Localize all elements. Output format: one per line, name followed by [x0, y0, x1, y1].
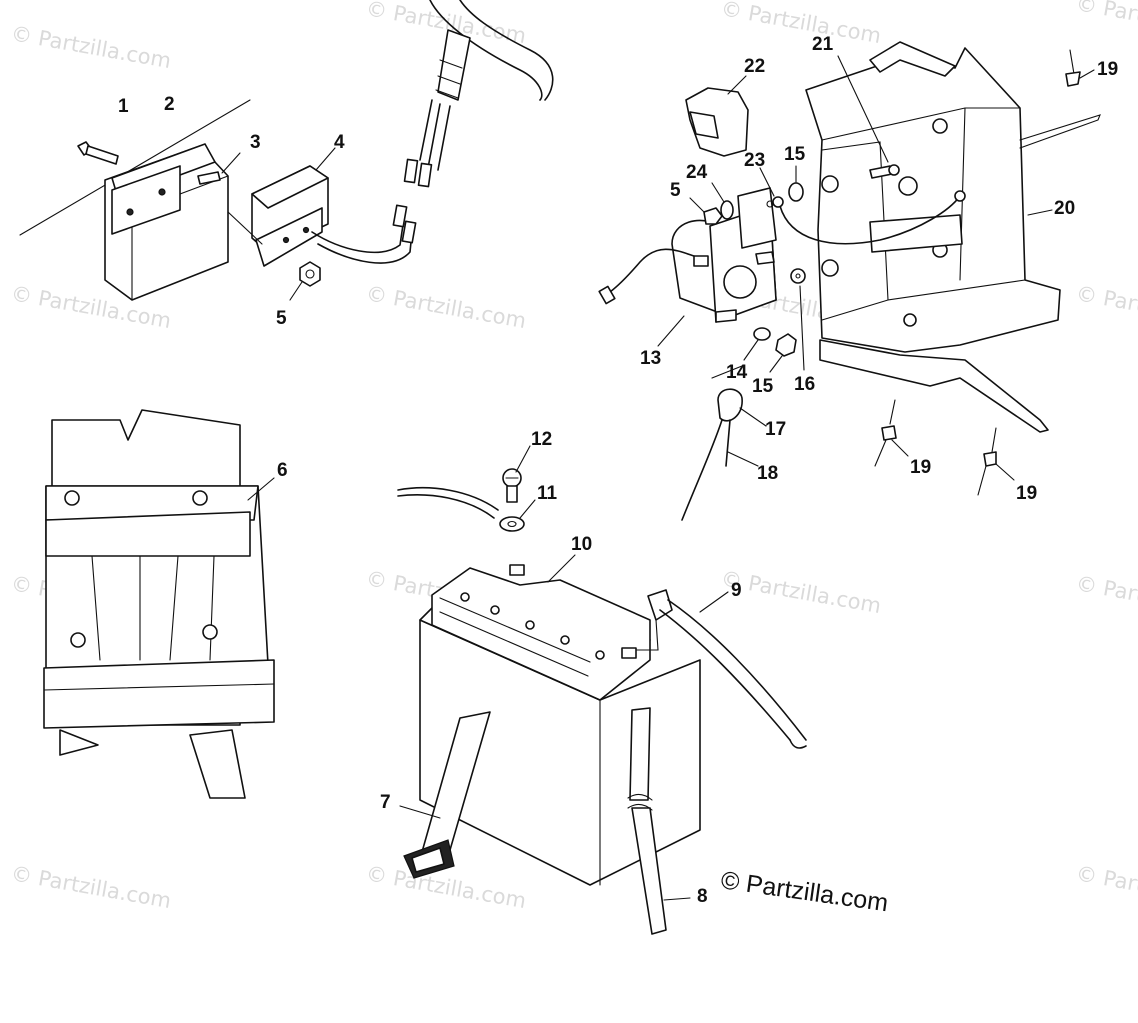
- copyright-text: © Partzilla.com: [719, 866, 890, 917]
- regulator-part-2: [104, 143, 229, 301]
- callout-1: 1: [118, 96, 129, 117]
- screw-part-19: [874, 399, 909, 467]
- callout-11: 11: [537, 483, 558, 504]
- screw-part-12: [502, 445, 531, 503]
- washer-part-23: [759, 167, 784, 208]
- screw-part-21: [837, 55, 900, 179]
- callout-6: 6: [277, 460, 288, 481]
- callout-19: 19: [1097, 59, 1118, 80]
- callout-8: 8: [697, 886, 708, 907]
- battery-box-part-6: [43, 409, 275, 799]
- callout-17: 17: [765, 419, 786, 440]
- callout-3: 3: [250, 132, 261, 153]
- nut-part-15: [769, 333, 797, 373]
- solenoid-part-13: [598, 187, 777, 347]
- callout-18: 18: [757, 463, 778, 484]
- callout-5: 5: [276, 308, 287, 329]
- callout-7: 7: [380, 792, 391, 813]
- washer-part-24: [711, 182, 734, 220]
- callout-5: 5: [670, 180, 681, 201]
- callout-19: 19: [1016, 483, 1037, 504]
- bolt-part-1: [77, 141, 119, 165]
- callout-16: 16: [794, 374, 815, 395]
- callout-20: 20: [1054, 198, 1075, 219]
- boot-part-22: [685, 75, 749, 157]
- callout-24: 24: [686, 162, 708, 183]
- screw-part-19: [1065, 49, 1095, 87]
- watermark: © Partzilla.com: [1074, 861, 1138, 913]
- watermark: © Partzilla.com: [1074, 281, 1138, 333]
- nut-part-5: [289, 261, 321, 301]
- callout-2: 2: [164, 94, 175, 115]
- screw-part-19: [977, 427, 1015, 496]
- regulator-assembly: [19, 0, 554, 301]
- callout-21: 21: [812, 34, 834, 55]
- watermark: © Partzilla.com: [364, 281, 528, 333]
- watermark: © Partzilla.com: [719, 566, 883, 618]
- callout-15: 15: [752, 376, 774, 397]
- watermark: © Partzilla.com: [364, 861, 528, 913]
- washer-part-14: [743, 327, 771, 361]
- callout-13: 13: [640, 348, 661, 369]
- callout-23: 23: [744, 150, 765, 171]
- watermark: © Partzilla.com: [9, 861, 173, 913]
- watermark: © Partzilla.com: [1074, 0, 1138, 43]
- ring-terminal-part-11: [499, 499, 536, 532]
- callout-9: 9: [731, 580, 742, 601]
- callouts: 1 2 3 4 5 6 12 11 10 9 7 8 22 21 19 24 2…: [118, 34, 1118, 907]
- stud-part-3: [197, 152, 241, 185]
- watermark: © Partzilla.com: [719, 0, 883, 48]
- callout-19: 19: [910, 457, 931, 478]
- callout-22: 22: [744, 56, 765, 77]
- solenoid-bracket-assembly: [598, 41, 1101, 521]
- watermark: © Partzilla.com: [9, 21, 173, 73]
- cable-part-18: [681, 419, 759, 521]
- callout-10: 10: [571, 534, 592, 555]
- callout-14: 14: [726, 362, 748, 383]
- battery-assembly: [397, 445, 807, 935]
- washer-part-15: [788, 165, 804, 202]
- nut-part-5: [689, 197, 723, 225]
- rectifier-part-4: [251, 147, 336, 267]
- lockwasher-part-16: [790, 268, 806, 371]
- boot-part-17: [711, 365, 767, 427]
- callout-12: 12: [531, 429, 552, 450]
- callout-15: 15: [784, 144, 806, 165]
- callout-4: 4: [334, 132, 345, 153]
- watermark: © Partzilla.com: [1074, 571, 1138, 623]
